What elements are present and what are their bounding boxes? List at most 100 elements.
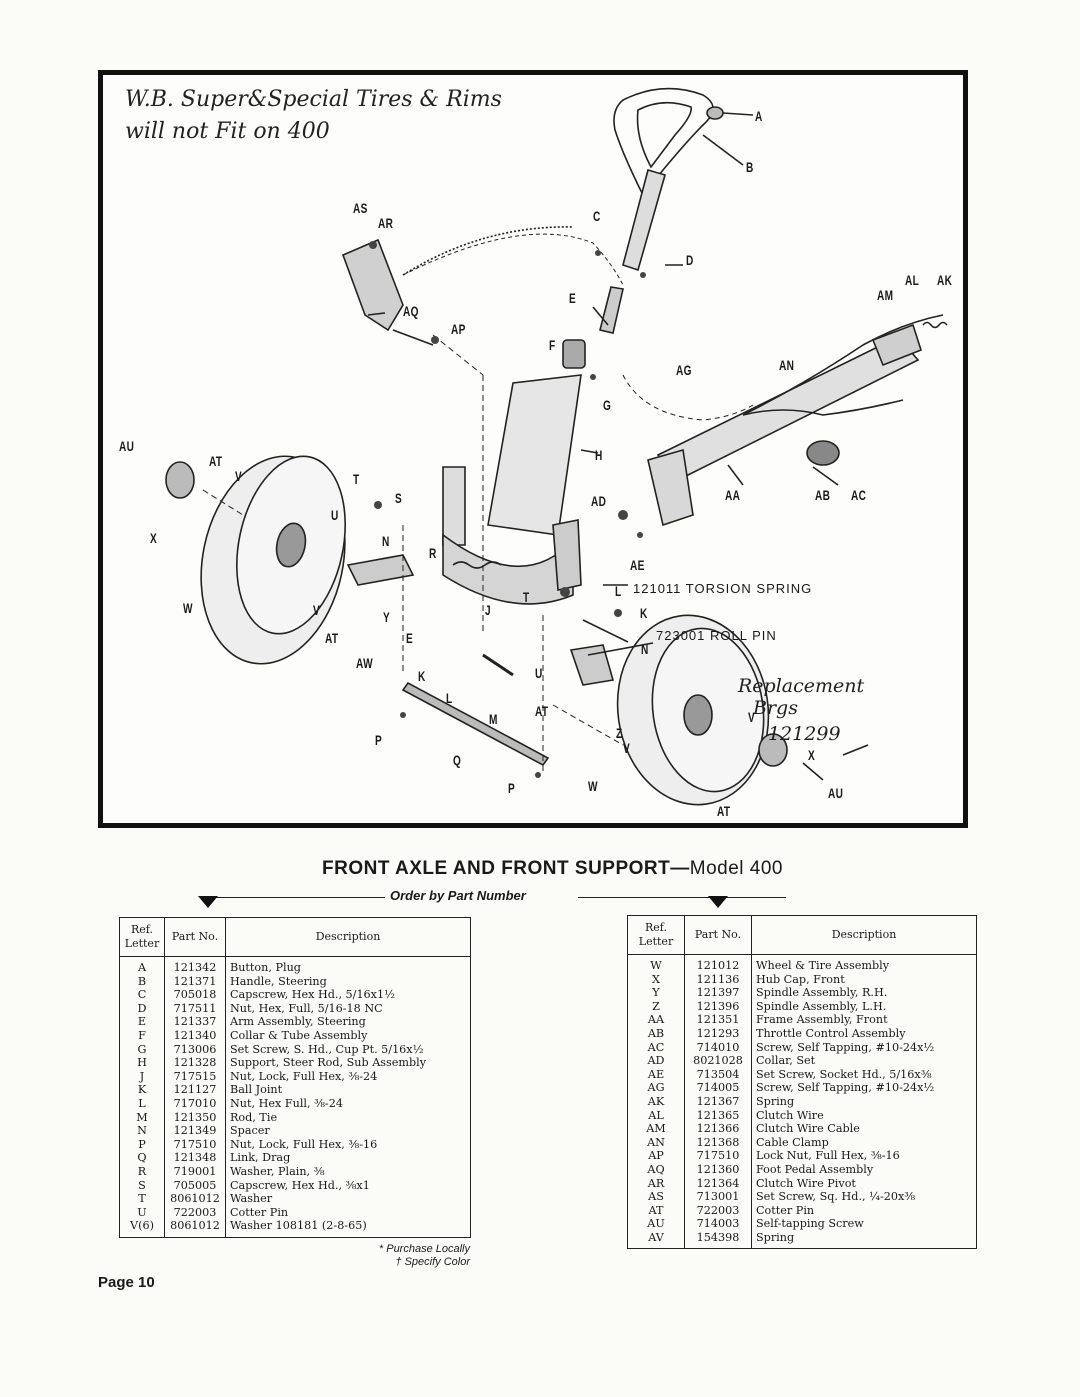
ref-label-ap: AP: [451, 321, 466, 337]
ref-letter-cell: AS: [627, 1190, 685, 1204]
ref-label-ab: AB: [815, 487, 831, 503]
footnotes: * Purchase Locally † Specify Color: [332, 1243, 470, 1269]
part-number-cell: 719001: [164, 1164, 226, 1179]
ref-letter-cell: AA: [627, 1013, 685, 1027]
ref-label-as: AS: [353, 200, 368, 216]
ref-label-z: Z: [616, 725, 623, 741]
ref-letter-cell: AN: [627, 1135, 685, 1150]
part-number-cell: 717510: [684, 1149, 752, 1163]
part-number-cell: 717010: [164, 1096, 226, 1111]
part-number-cell: 121351: [684, 1013, 752, 1027]
description-cell: Spindle Assembly, R.H.: [751, 986, 977, 1000]
ref-label-ar: AR: [378, 215, 394, 231]
description-cell: Cotter Pin: [225, 1205, 471, 1220]
part-number-cell: 121368: [684, 1135, 752, 1150]
ref-letter-cell: AC: [627, 1040, 685, 1055]
ref-letter-cell: Z: [627, 999, 685, 1014]
torsion-spring-callout: 121011 TORSION SPRING: [633, 581, 813, 596]
description-cell: Clutch Wire: [751, 1108, 977, 1123]
ref-letter-cell: B: [119, 974, 165, 989]
ref-label-v-right: V: [748, 709, 756, 725]
ref-label-x-left: X: [150, 530, 158, 546]
handwritten-replacement-3: 121299: [768, 723, 841, 745]
description-cell: Washer 108181 (2-8-65): [225, 1219, 471, 1238]
ref-label-p-left: P: [375, 732, 383, 748]
arrow-down-right-icon: [708, 896, 728, 908]
ref-letter-cell: AB: [627, 1026, 685, 1041]
page-title: FRONT AXLE AND FRONT SUPPORT—Model 400: [322, 858, 783, 880]
header-part-no: Part No.: [684, 915, 752, 955]
part-number-cell: 121396: [684, 999, 752, 1014]
part-number-cell: 717511: [164, 1001, 226, 1016]
ref-label-y: Y: [383, 609, 391, 625]
ref-label-f: F: [549, 337, 556, 353]
ref-label-au-left: AU: [119, 438, 135, 454]
ref-letter-cell: S: [119, 1178, 165, 1193]
exploded-diagram: W.B. Super&Special Tires & Rims will not…: [98, 70, 968, 828]
ref-label-u-left: U: [331, 507, 339, 523]
part-number-cell: 714010: [684, 1040, 752, 1055]
part-number-cell: 121371: [164, 974, 226, 989]
handwritten-note-line1: W.B. Super&Special Tires & Rims: [125, 87, 502, 112]
steer-support: [487, 374, 582, 536]
part-number-cell: 121367: [684, 1094, 752, 1109]
description-cell: Set Screw, S. Hd., Cup Pt. 5/16x½: [225, 1042, 471, 1057]
ref-label-e-low: E: [406, 630, 414, 646]
part-number-cell: 121397: [684, 986, 752, 1000]
ref-letter-cell: AG: [627, 1081, 685, 1095]
ref-letter-cell: L: [119, 1096, 165, 1111]
part-number-cell: 705018: [164, 988, 226, 1002]
ref-label-aa: AA: [725, 487, 741, 503]
description-cell: Clutch Wire Pivot: [751, 1176, 977, 1191]
ref-label-p-right: P: [508, 780, 516, 796]
header-ref-letter: Ref. Letter: [119, 917, 165, 957]
ref-letter-cell: AP: [627, 1149, 685, 1163]
description-cell: Cotter Pin: [751, 1203, 977, 1218]
part-number-cell: 121364: [684, 1176, 752, 1191]
ref-letter-cell: AT: [627, 1203, 685, 1218]
ref-letter-cell: F: [119, 1028, 165, 1043]
ref-label-aq: AQ: [403, 303, 419, 319]
description-cell: Lock Nut, Full Hex, ⅜-16: [751, 1149, 977, 1163]
ref-label-k-left: K: [418, 668, 426, 684]
description-cell: Hub Cap, Front: [751, 972, 977, 987]
ref-label-l-right: L: [615, 583, 622, 599]
ref-label-ak: AK: [937, 272, 953, 288]
description-cell: Spindle Assembly, L.H.: [751, 999, 977, 1014]
description-cell: Ball Joint: [225, 1083, 471, 1097]
part-number-cell: 722003: [164, 1205, 226, 1220]
ref-letter-cell: H: [119, 1056, 165, 1070]
description-cell: Arm Assembly, Steering: [225, 1015, 471, 1029]
description-cell: Spacer: [225, 1124, 471, 1138]
ref-letter-cell: M: [119, 1110, 165, 1125]
header-description: Description: [225, 917, 471, 957]
ref-label-au-right: AU: [828, 785, 844, 801]
handwritten-replacement-1: Replacement: [738, 675, 865, 697]
ref-label-ae: AE: [630, 557, 645, 573]
ref-label-m: M: [489, 711, 498, 727]
part-number-cell: 121136: [684, 972, 752, 987]
description-cell: Washer, Plain, ⅜: [225, 1164, 471, 1179]
part-number-cell: 121349: [164, 1124, 226, 1138]
arrow-down-left-icon: [198, 896, 218, 908]
description-cell: Capscrew, Hex Hd., 5/16x1½: [225, 988, 471, 1002]
ref-letter-cell: AD: [627, 1054, 685, 1068]
description-cell: Foot Pedal Assembly: [751, 1162, 977, 1177]
